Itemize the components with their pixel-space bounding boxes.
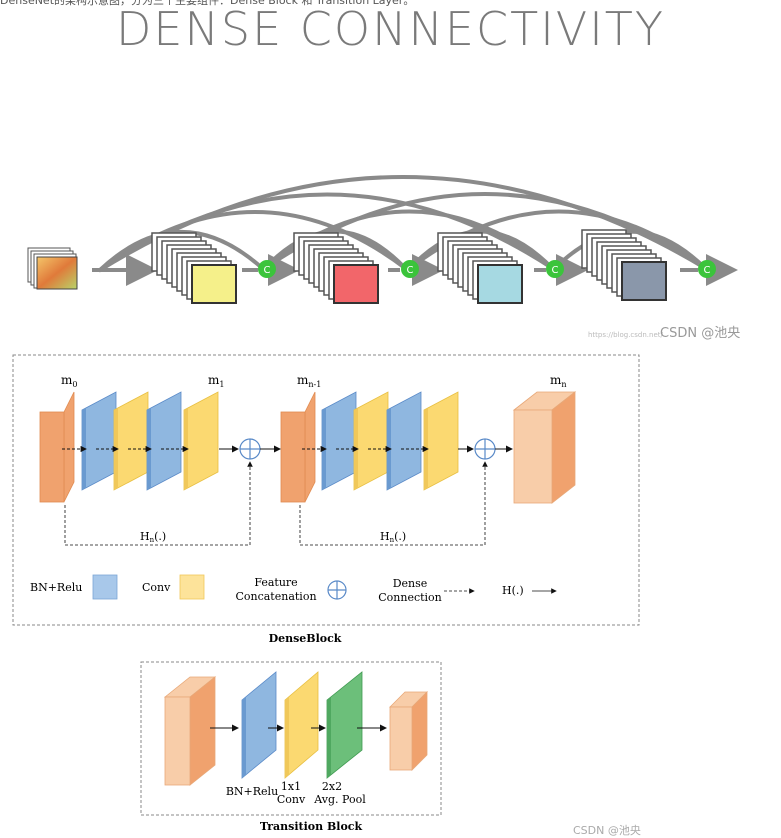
legend-conv-label: Conv xyxy=(142,581,171,594)
legend-bn-relu-swatch xyxy=(92,574,118,600)
transition-conv-label-2: Conv xyxy=(277,793,306,806)
concat-node-3: C xyxy=(546,260,564,278)
transition-bn-relu-layer xyxy=(241,671,277,779)
layer-slab xyxy=(146,391,182,491)
legend-dense-line1: Dense xyxy=(393,577,428,590)
transition-output-block xyxy=(389,691,428,771)
dense-block-diagram: m0 m1 mn-1 mn Hn(.) xyxy=(12,354,640,645)
watermark-bottom: CSDN @池央 xyxy=(573,824,641,837)
legend-h-label: H(.) xyxy=(502,584,524,597)
transition-pool-label-2: Avg. Pool xyxy=(313,793,366,806)
transition-conv-label-1: 1x1 xyxy=(281,780,301,793)
feature-map-layer xyxy=(477,264,523,304)
dense-block-frame xyxy=(12,354,640,626)
label-m0: m0 xyxy=(61,373,77,389)
transition-pool-layer xyxy=(326,671,363,779)
h-label-left: Hn(.) xyxy=(140,530,166,544)
transition-block-caption: Transition Block xyxy=(260,820,363,833)
concat-sum-node-1 xyxy=(239,438,261,460)
input-layer-side xyxy=(304,391,316,503)
output-block-mn xyxy=(512,391,577,504)
dense-block-left-layers xyxy=(39,391,219,503)
label-mn-1: mn-1 xyxy=(297,373,321,389)
h-label-right: Hn(.) xyxy=(380,530,406,544)
svg-text:C: C xyxy=(704,265,711,276)
legend-concat-icon xyxy=(327,580,347,600)
feature-map-layer xyxy=(333,264,379,304)
top-caption: DenseNet的架构示意图，分为三个主要组件：Dense Block 和 Tr… xyxy=(0,0,415,7)
legend-conv-swatch xyxy=(179,574,205,600)
layer-slab xyxy=(113,391,149,491)
feature-map-layer xyxy=(191,264,237,304)
layer-slab xyxy=(183,391,219,491)
concat-node-1: C xyxy=(258,260,276,278)
page-title: DENSE CONNECTIVITY xyxy=(115,2,665,56)
layer-slab xyxy=(353,391,389,491)
feature-stack-yellow xyxy=(151,232,237,304)
feature-stack-gray xyxy=(581,229,667,301)
watermark-url: https://blog.csdn.net/ xyxy=(588,331,664,339)
legend-bn-relu-label: BN+Relu xyxy=(30,581,82,594)
transition-pool-label-1: 2x2 xyxy=(322,780,342,793)
layer-slab xyxy=(386,391,422,491)
transition-block-frame xyxy=(140,661,442,816)
transition-input-block xyxy=(163,676,217,786)
input-image-stack xyxy=(27,247,78,290)
dense-connectivity-diagram: C C C C https://blog.csdn.net/ CSDN @池央 xyxy=(27,175,740,341)
feature-map-layer xyxy=(621,261,667,301)
transition-block-diagram: BN+Relu 1x1 Conv 2x2 Avg. Pool Transitio… xyxy=(140,661,442,833)
input-layer-face xyxy=(280,411,306,503)
transition-bn-relu-label: BN+Relu xyxy=(226,785,278,798)
layer-slab xyxy=(423,391,459,491)
feature-stack-red xyxy=(293,232,379,304)
input-layer-face xyxy=(39,411,65,503)
legend-feature-line2: Concatenation xyxy=(235,590,316,603)
input-layer-side xyxy=(63,391,75,503)
dense-block-caption: DenseBlock xyxy=(269,632,342,645)
legend: BN+Relu Conv Feature Concatenation Dense… xyxy=(30,574,557,604)
concat-node-4: C xyxy=(698,260,716,278)
feature-stack-cyan xyxy=(437,232,523,304)
watermark-top: CSDN @池央 xyxy=(660,326,740,341)
legend-dense-line2: Connection xyxy=(378,591,442,604)
svg-text:C: C xyxy=(552,265,559,276)
label-mn: mn xyxy=(550,373,567,389)
layer-slab xyxy=(321,391,357,491)
concat-sum-node-2 xyxy=(474,438,496,460)
layer-slab xyxy=(81,391,117,491)
label-m1: m1 xyxy=(208,373,224,389)
svg-text:C: C xyxy=(407,265,414,276)
transition-conv-layer xyxy=(284,671,319,779)
legend-feature-line1: Feature xyxy=(254,576,297,589)
dense-block-right-layers xyxy=(280,391,459,503)
svg-text:C: C xyxy=(264,265,271,276)
concat-node-2: C xyxy=(401,260,419,278)
